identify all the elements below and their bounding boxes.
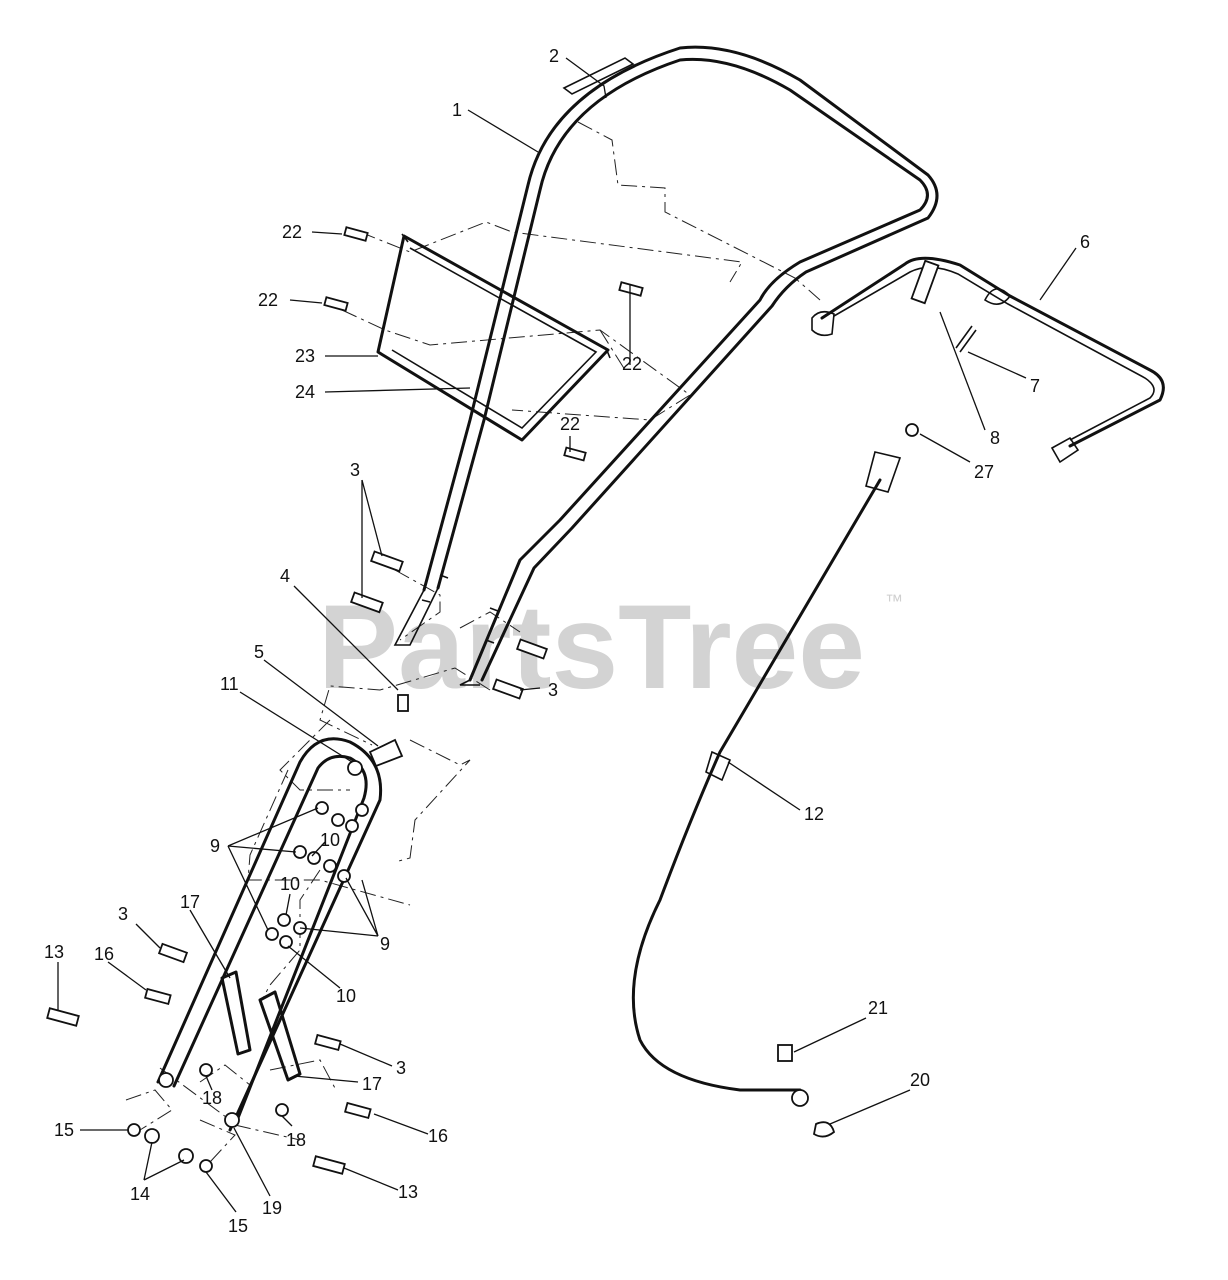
callout-22: 22 — [560, 414, 580, 434]
callout-10: 10 — [320, 830, 340, 850]
callout-12: 12 — [804, 804, 824, 824]
callout-9: 9 — [210, 836, 220, 856]
leader-lines — [57, 57, 1077, 1213]
callout-22: 22 — [282, 222, 302, 242]
hardware — [46, 226, 836, 1175]
callout-10: 10 — [336, 986, 356, 1006]
brackets — [220, 970, 302, 1082]
lower-handle — [156, 737, 383, 1132]
control-cable — [631, 451, 902, 1107]
callout-14: 14 — [130, 1184, 150, 1204]
control-bail — [811, 256, 1165, 464]
callout-17: 17 — [362, 1074, 382, 1094]
callout-21: 21 — [868, 998, 888, 1018]
callout-3: 3 — [396, 1058, 406, 1078]
callout-17: 17 — [180, 892, 200, 912]
callout-3: 3 — [118, 904, 128, 924]
callout-2: 2 — [549, 46, 559, 66]
callout-22: 22 — [258, 290, 278, 310]
callout-22: 22 — [622, 354, 642, 374]
callout-3: 3 — [350, 460, 360, 480]
decal-strip — [562, 57, 635, 95]
control-panel — [376, 233, 611, 442]
callout-13: 13 — [398, 1182, 418, 1202]
callout-5: 5 — [254, 642, 264, 662]
callout-23: 23 — [295, 346, 315, 366]
callout-4: 4 — [280, 566, 290, 586]
callout-16: 16 — [428, 1126, 448, 1146]
callout-20: 20 — [910, 1070, 930, 1090]
callout-9: 9 — [380, 934, 390, 954]
callout-7: 7 — [1030, 376, 1040, 396]
callout-18: 18 — [202, 1088, 222, 1108]
callout-15: 15 — [228, 1216, 248, 1236]
callout-24: 24 — [295, 382, 315, 402]
callout-19: 19 — [262, 1198, 282, 1218]
callout-27: 27 — [974, 462, 994, 482]
callout-6: 6 — [1080, 232, 1090, 252]
watermark-text: PartsTree — [318, 580, 865, 714]
callout-10: 10 — [280, 874, 300, 894]
callout-1: 1 — [452, 100, 462, 120]
callout-16: 16 — [94, 944, 114, 964]
watermark-trademark: ™ — [885, 591, 903, 611]
callout-11: 11 — [220, 674, 239, 694]
callout-18: 18 — [286, 1130, 306, 1150]
callout-8: 8 — [990, 428, 1000, 448]
callout-labels: 2 1 6 22 22 23 24 22 22 7 8 27 3 4 3 5 1… — [44, 46, 1090, 1236]
callout-3: 3 — [548, 680, 558, 700]
upper-handle — [393, 45, 939, 686]
spring-hardware — [905, 259, 977, 437]
callout-15: 15 — [54, 1120, 74, 1140]
callout-13: 13 — [44, 942, 64, 962]
